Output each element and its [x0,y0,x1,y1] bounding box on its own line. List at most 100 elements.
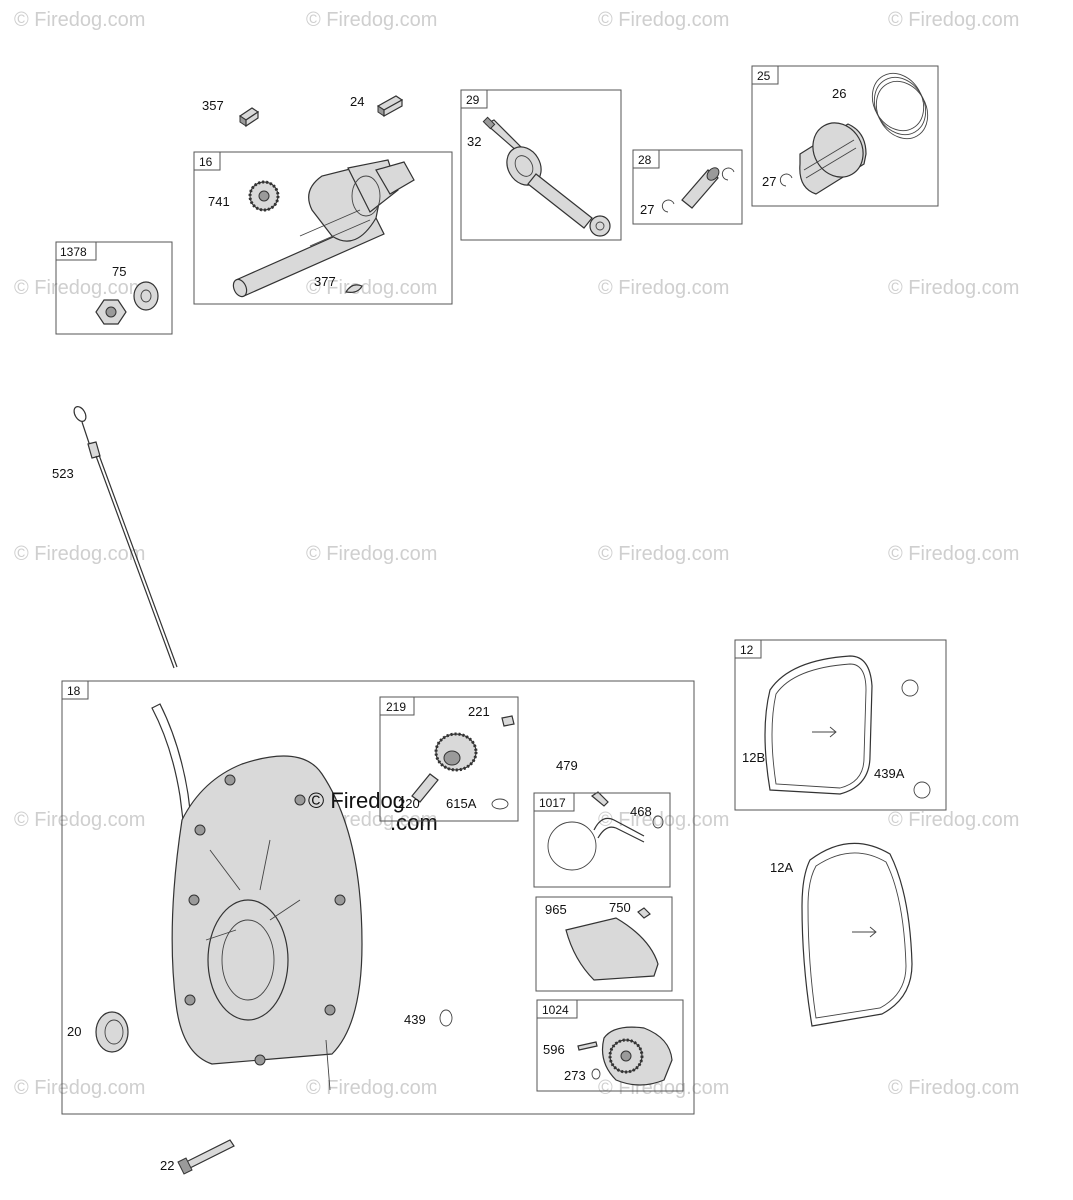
part-label-221: 221 [468,704,490,719]
seal-20-part[interactable] [95,1011,129,1053]
box-number-12: 12 [740,643,754,657]
watermark: © Firedog.com [598,277,729,299]
key-377-part[interactable] [345,284,363,293]
watermark: © Firedog.com [888,9,1019,31]
piston-pin-box: 28 [632,149,743,225]
box-number-16: 16 [199,155,213,169]
watermark: © Firedog.com [306,9,437,31]
oring-439a-part[interactable] [901,679,931,799]
box-number-28: 28 [638,153,652,167]
piston-box: 25 [751,65,939,207]
part-label-32: 32 [467,134,481,149]
governor-cup-220-part[interactable] [411,773,439,803]
pin-221-part[interactable] [501,715,515,727]
dipstick-part[interactable] [72,405,178,669]
center-watermark-suffix: .com [390,810,438,835]
part-label-220: 220 [398,796,420,811]
part-label-596: 596 [543,1042,565,1057]
watermark: © Firedog.com [888,277,1019,299]
clip-27b-part[interactable] [779,173,793,187]
oring-439-part[interactable] [439,1009,453,1027]
box-number-25: 25 [757,69,771,83]
cover-plate-box [535,896,673,992]
connecting-rod-box: 29 [460,89,622,241]
watermark: © Firedog.com [306,277,437,299]
watermark: © Firedog.com [598,543,729,565]
oil-pickup-box: 1017 [533,792,671,888]
part-label-377: 377 [314,274,336,289]
part-label-468: 468 [630,804,652,819]
center-watermark: © Firedog [308,788,405,813]
crankshaft-box: 16 [193,151,453,305]
gasket-12b-part[interactable] [764,655,873,795]
bolt-479-part[interactable] [590,791,609,807]
crankcase-cover-box: 18 [61,680,695,1115]
watermark: © Firedog.com [306,543,437,565]
box-number-18: 18 [67,684,81,698]
part-label-27b: 27 [762,174,776,189]
part-label-12a: 12A [770,860,793,875]
pin-273-part[interactable] [591,1068,601,1080]
part-label-22: 22 [160,1158,174,1173]
screw-750-part[interactable] [637,907,651,919]
bolt-22-part[interactable] [177,1139,235,1175]
nut-part[interactable] [95,299,127,325]
box-number-1017: 1017 [539,796,566,810]
watermark: © Firedog.com [888,1077,1019,1099]
oil-pump-box: 1024 [536,999,684,1092]
connecting-rod-part[interactable] [500,141,611,237]
bolt-596-part[interactable] [577,1041,598,1051]
cover-plate-part[interactable] [565,917,659,981]
watermark: © Firedog.com [888,809,1019,831]
gasket-12a-part[interactable] [801,842,913,1027]
part-label-27: 27 [640,202,654,217]
piston-part[interactable] [799,114,873,195]
part-label-615a: 615A [446,796,477,811]
part-label-26: 26 [832,86,846,101]
part-label-741: 741 [208,194,230,209]
watermark: © Firedog.com [14,809,145,831]
gasket-set-box: 12 [734,639,947,811]
bolt-32-part[interactable] [482,116,523,153]
key-24-part[interactable] [376,95,404,118]
box-number-29: 29 [466,93,480,107]
clip-615a-part[interactable] [491,798,509,810]
part-label-75: 75 [112,264,126,279]
part-label-965: 965 [545,902,567,917]
box-number-1378: 1378 [60,245,87,259]
crankcase-cover-part[interactable] [151,703,363,1091]
oil-pickup-part[interactable] [547,815,664,871]
part-label-273: 273 [564,1068,586,1083]
part-label-20: 20 [67,1024,81,1039]
part-label-523: 523 [52,466,74,481]
part-label-439a: 439A [874,766,905,781]
clip-27-part[interactable] [661,167,735,213]
piston-rings-part[interactable] [862,64,938,148]
nut-washer-box: 1378 [55,241,173,335]
governor-box: 219 [379,696,519,822]
governor-gear-part[interactable] [434,732,478,772]
watermark: © Firedog.com [598,809,729,831]
watermark: © Firedog.com [14,9,145,31]
oil-pump-part[interactable] [601,1026,673,1086]
part-label-24: 24 [350,94,364,109]
watermark: © Firedog.com [306,1077,437,1099]
box-number-219: 219 [386,700,406,714]
watermark: © Firedog.com [14,1077,145,1099]
watermark: © Firedog.com [14,277,145,299]
crankshaft-part[interactable] [231,159,415,299]
part-label-479: 479 [556,758,578,773]
watermark: © Firedog.com [598,9,729,31]
key-357-part[interactable] [238,107,260,128]
watermark: © Firedog.com [888,543,1019,565]
watermark: © Firedog.com [14,543,145,565]
part-label-357: 357 [202,98,224,113]
washer-75-part[interactable] [133,281,159,311]
piston-pin-part[interactable] [681,165,721,209]
part-label-439: 439 [404,1012,426,1027]
box-number-1024: 1024 [542,1003,569,1017]
part-label-12b: 12B [742,750,765,765]
part-label-750: 750 [609,900,631,915]
gear-741-part[interactable] [248,180,280,212]
